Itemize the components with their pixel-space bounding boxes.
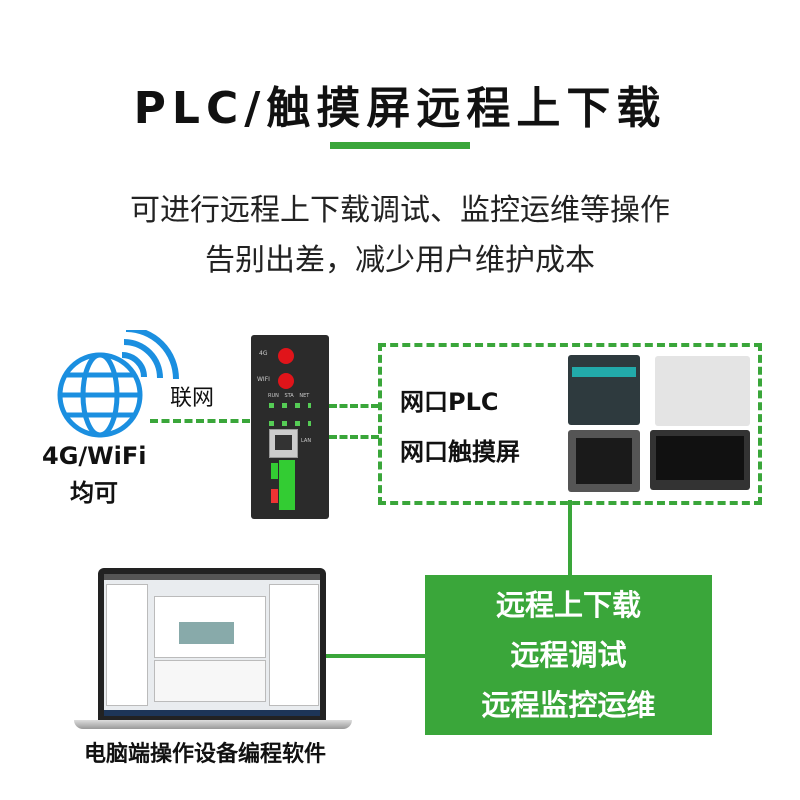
internet-link-line bbox=[150, 419, 250, 423]
feature-remote-debug: 远程调试 bbox=[510, 638, 627, 672]
led-net-label: NET bbox=[299, 393, 310, 399]
signal-leds bbox=[269, 421, 311, 426]
target-hmi-label: 网口触摸屏 bbox=[400, 438, 520, 466]
box-connector-line bbox=[568, 500, 572, 576]
software-window bbox=[104, 574, 320, 716]
hmi-image-1 bbox=[568, 430, 640, 492]
led-labels: RUN STA NET bbox=[268, 393, 309, 399]
feature-remote-download: 远程上下载 bbox=[495, 588, 641, 622]
laptop-screen bbox=[98, 568, 326, 720]
mitsubishi-plc-image bbox=[655, 356, 750, 426]
feature-remote-monitor: 远程监控运维 bbox=[481, 688, 656, 722]
terminal-block bbox=[279, 460, 295, 510]
rs485-tag bbox=[271, 463, 278, 479]
antenna-wifi-label: WIFI bbox=[257, 376, 270, 383]
subtitle-line-1: 可进行远程上下载调试、监控运维等操作 bbox=[130, 193, 670, 228]
page-title: PLC/触摸屏远程上下载 bbox=[133, 83, 667, 134]
plc-link-line bbox=[329, 404, 379, 408]
power-tag bbox=[271, 489, 278, 503]
laptop-connector-line bbox=[325, 654, 425, 658]
hmi-link-line bbox=[329, 435, 379, 439]
features-box: 远程上下载 远程调试 远程监控运维 bbox=[425, 575, 712, 735]
led-run-label: RUN bbox=[268, 393, 279, 399]
globe-label-both: 均可 bbox=[70, 479, 118, 507]
laptop-base bbox=[74, 720, 352, 729]
laptop-caption: 电脑端操作设备编程软件 bbox=[83, 742, 326, 767]
gateway-device: 4G WIFI RUN STA NET LAN bbox=[251, 335, 329, 519]
siemens-plc-image bbox=[568, 355, 640, 425]
antenna-wifi-icon bbox=[278, 373, 294, 389]
link-label: 联网 bbox=[170, 386, 215, 411]
antenna-4g-icon bbox=[278, 348, 294, 364]
lan-label: LAN bbox=[301, 438, 312, 444]
lan-port bbox=[269, 429, 298, 458]
status-leds bbox=[269, 403, 311, 408]
globe-wifi-icon bbox=[57, 330, 179, 438]
title-underline bbox=[330, 142, 470, 149]
hmi-image-2 bbox=[650, 430, 750, 490]
globe-label-4g-wifi: 4G/WiFi bbox=[42, 442, 147, 470]
led-sta-label: STA bbox=[284, 393, 294, 399]
antenna-4g-label: 4G bbox=[259, 350, 268, 357]
subtitle-line-2: 告别出差，减少用户维护成本 bbox=[205, 243, 595, 278]
target-plc-label: 网口PLC bbox=[400, 388, 499, 416]
